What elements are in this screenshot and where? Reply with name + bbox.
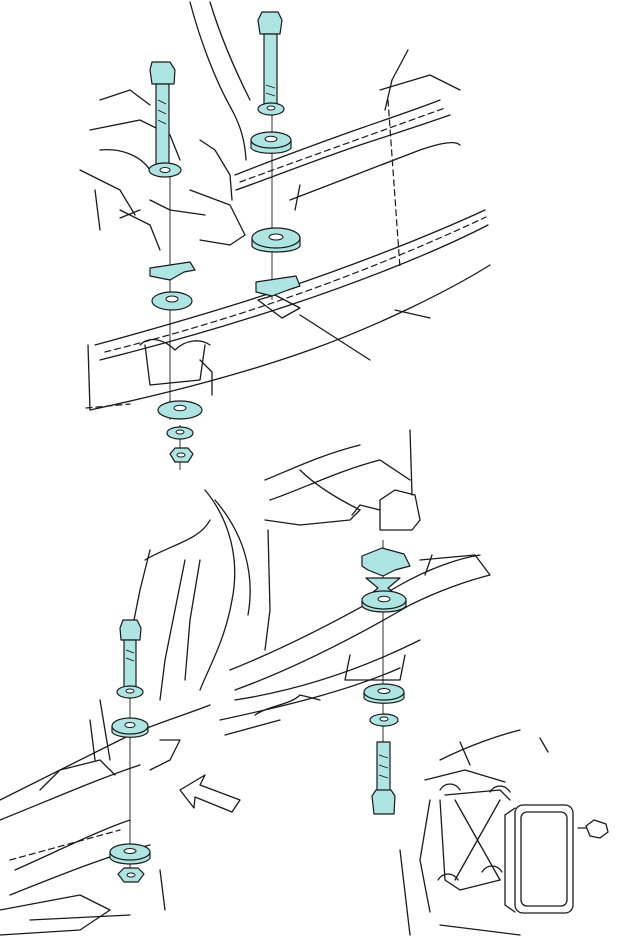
washer xyxy=(116,685,144,699)
upper-body-structure xyxy=(79,1,491,411)
cushion xyxy=(250,131,292,154)
bolt-long xyxy=(257,11,283,107)
retainer xyxy=(157,400,203,420)
lower-body-structure xyxy=(0,429,491,936)
detail-bracket xyxy=(399,729,609,936)
bolt xyxy=(371,741,396,815)
washer xyxy=(363,683,405,704)
cushion-upper xyxy=(149,261,196,281)
cushion-lower xyxy=(361,590,407,613)
upper-rear-mount xyxy=(250,11,301,297)
direction-arrow-icon xyxy=(179,774,241,813)
lower-guide-lines xyxy=(129,540,384,870)
nut xyxy=(169,447,194,463)
washer xyxy=(148,162,182,178)
bracket xyxy=(437,783,574,914)
lower-front-mount xyxy=(109,619,151,883)
washer xyxy=(257,102,285,116)
cushion-lower xyxy=(151,291,193,311)
retainer xyxy=(255,275,301,297)
bolt xyxy=(119,619,142,689)
washer-small xyxy=(369,713,399,727)
cushion xyxy=(111,717,149,738)
cushion-upper xyxy=(361,547,411,577)
washer-small xyxy=(166,426,194,440)
spacer xyxy=(251,227,301,253)
bolt-long xyxy=(149,61,176,165)
screw xyxy=(577,819,609,839)
upper-front-mount xyxy=(148,61,203,463)
nut xyxy=(117,867,145,883)
washer-lower xyxy=(109,843,151,865)
lower-rear-mount xyxy=(361,547,411,815)
